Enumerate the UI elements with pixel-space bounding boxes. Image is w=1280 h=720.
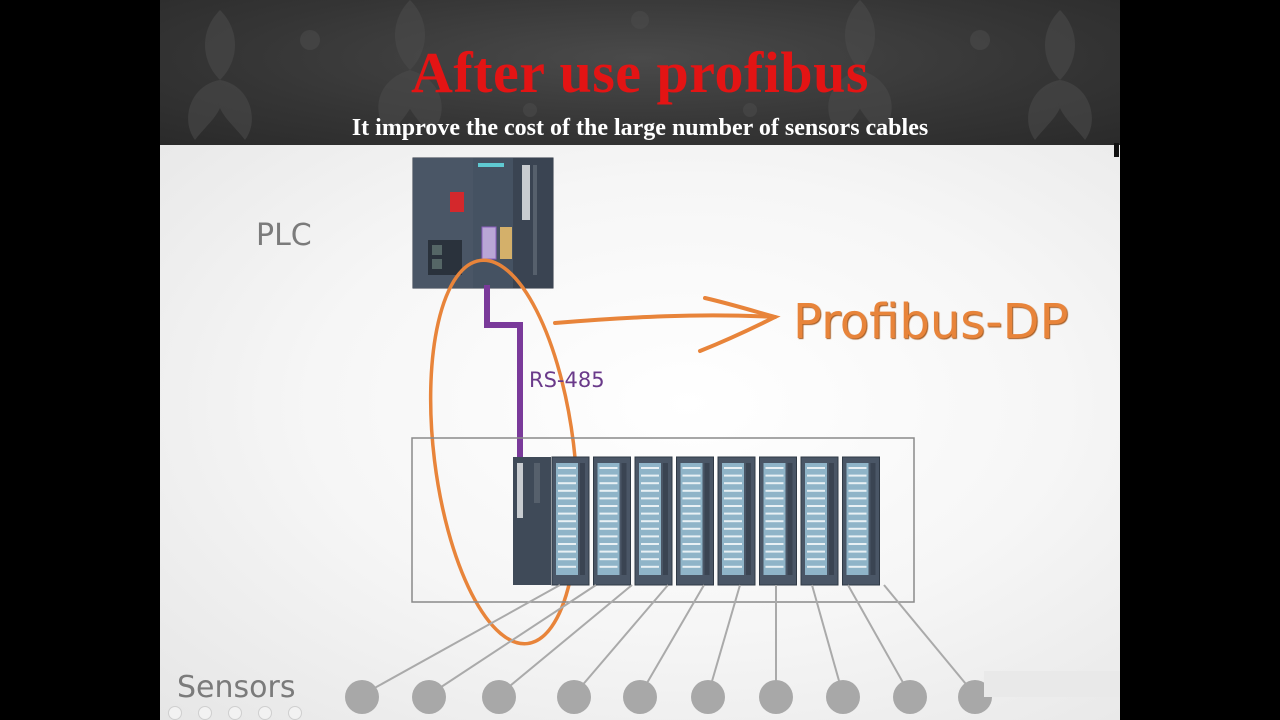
plc-device xyxy=(412,157,554,289)
sensor-node xyxy=(557,680,591,714)
sensor-node xyxy=(412,680,446,714)
slide-subtitle: It improve the cost of the large number … xyxy=(351,115,929,141)
sensor-cable xyxy=(573,584,669,696)
pointer-icon[interactable] xyxy=(168,706,182,720)
sensor-node xyxy=(958,680,992,714)
sensor-cable xyxy=(847,584,911,696)
slide-body: PLC RS-485 Profibus-DP Sensors xyxy=(160,145,1120,720)
io-enclosure xyxy=(411,437,915,603)
io-module xyxy=(800,456,839,586)
network-diagram xyxy=(345,157,992,714)
io-module xyxy=(842,456,880,586)
sensor-node xyxy=(826,680,860,714)
presentation-slide: After use profibus It improve the cost o… xyxy=(160,0,1120,720)
overlay-box xyxy=(984,671,1120,697)
slide-header: After use profibus It improve the cost o… xyxy=(160,0,1120,145)
io-module xyxy=(759,456,797,586)
slide-title: After use profibus xyxy=(411,40,869,105)
arrow-icon xyxy=(553,296,781,353)
sensor-node xyxy=(482,680,516,714)
sensor-cable xyxy=(707,584,741,696)
io-module xyxy=(676,456,714,586)
zoom-icon[interactable] xyxy=(258,706,272,720)
sensor-cable xyxy=(361,584,561,696)
sensors-label: Sensors xyxy=(177,670,296,705)
io-module xyxy=(593,456,631,586)
slides-icon[interactable] xyxy=(228,706,242,720)
io-modules xyxy=(551,456,880,586)
damask-pattern xyxy=(188,0,1092,140)
pen-icon[interactable] xyxy=(198,706,212,720)
more-icon[interactable] xyxy=(288,706,302,720)
sensors xyxy=(345,680,992,714)
sensor-node xyxy=(893,680,927,714)
sensor-node xyxy=(759,680,793,714)
sensor-cable xyxy=(883,584,976,696)
rs485-cable xyxy=(484,285,523,457)
sensor-cable xyxy=(639,584,705,696)
rs485-label: RS-485 xyxy=(529,368,605,392)
remote-io-head xyxy=(513,457,551,585)
edge-marker xyxy=(1114,143,1119,157)
profibus-dp-label: Profibus-DP xyxy=(793,294,1069,350)
sensor-cable xyxy=(811,584,844,696)
io-module xyxy=(551,456,590,586)
sensor-cable xyxy=(498,584,633,696)
io-module xyxy=(717,456,756,586)
sensor-node xyxy=(691,680,725,714)
highlight-ellipse xyxy=(428,258,580,646)
plc-label: PLC xyxy=(256,218,312,253)
io-module xyxy=(634,456,673,586)
sensor-cable xyxy=(428,584,597,696)
sensor-lines xyxy=(361,584,976,696)
sensor-node xyxy=(345,680,379,714)
sensor-node xyxy=(623,680,657,714)
